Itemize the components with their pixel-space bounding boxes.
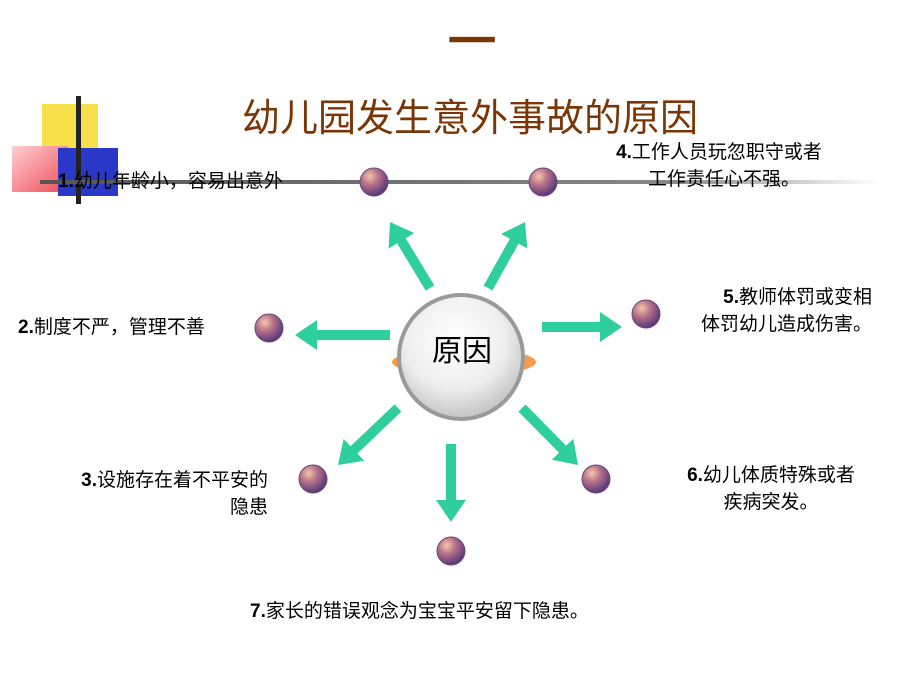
arrows — [295, 222, 622, 522]
cause-7-text: 家长的错误观念为宝宝平安留下隐患。 — [265, 600, 589, 622]
title-mark: 一 — [448, 14, 497, 70]
center-label: 原因 — [432, 334, 492, 369]
cause-1-number: 1. — [58, 171, 74, 192]
cause-4-number: 4. — [616, 142, 632, 163]
cause-2-label: 2.制度不严，管理不善 — [18, 314, 205, 341]
cause-6-dot — [581, 464, 611, 494]
cause-5-label: 5.教师体罚或变相 体罚幼儿造成伤害。 — [676, 284, 872, 338]
cause-5-text-line2: 体罚幼儿造成伤害。 — [700, 313, 872, 335]
cause-3-text-line2: 隐患 — [229, 496, 268, 518]
cause-5-dot — [631, 299, 661, 329]
arrow-up-right — [483, 222, 528, 291]
corner-decoration — [12, 96, 118, 204]
cause-7-number: 7. — [250, 601, 266, 622]
cause-4-text-line2: 工作责任心不强。 — [647, 168, 800, 190]
cause-6-text-line2: 疾病突发。 — [723, 491, 819, 513]
cause-3-label: 3.设施存在着不平安的 隐患 — [42, 467, 268, 521]
cause-6-number: 6. — [687, 465, 703, 486]
cause-5-text: 教师体罚或变相 — [738, 286, 872, 308]
center-node — [392, 293, 536, 421]
arrow-down-right — [518, 404, 578, 465]
cause-2-number: 2. — [18, 317, 34, 338]
cause-1-text: 幼儿年龄小，容易出意外 — [73, 170, 283, 192]
cause-7-dot — [436, 536, 466, 566]
cause-1-label: 1.幼儿年龄小，容易出意外 — [58, 168, 283, 195]
cause-7-label: 7.家长的错误观念为宝宝平安留下隐患。 — [250, 598, 589, 625]
slide-title: 幼儿园发生意外事故的原因 — [241, 96, 698, 140]
cause-4-label: 4.工作人员玩忽职守或者 工作责任心不强。 — [594, 139, 844, 193]
cause-3-dot — [298, 464, 328, 494]
cause-3-number: 3. — [81, 470, 97, 491]
cause-3-text: 设施存在着不平安的 — [96, 469, 268, 491]
dots — [254, 167, 661, 566]
cause-4-text: 工作人员玩忽职守或者 — [631, 141, 822, 163]
title-rule — [40, 180, 880, 184]
arrow-right — [542, 312, 622, 342]
cause-4-dot — [528, 167, 558, 197]
cause-2-text: 制度不严，管理不善 — [33, 316, 205, 338]
cause-2-dot — [254, 313, 284, 343]
cause-6-label: 6.幼儿体质特殊或者 疾病突发。 — [668, 462, 874, 516]
cause-6-text: 幼儿体质特殊或者 — [702, 464, 855, 486]
arrow-up-left — [388, 222, 435, 291]
cause-1-dot — [359, 167, 389, 197]
arrow-down-left — [338, 404, 402, 465]
cause-5-number: 5. — [723, 287, 739, 308]
arrow-down — [436, 444, 466, 522]
arrow-left — [295, 320, 390, 350]
